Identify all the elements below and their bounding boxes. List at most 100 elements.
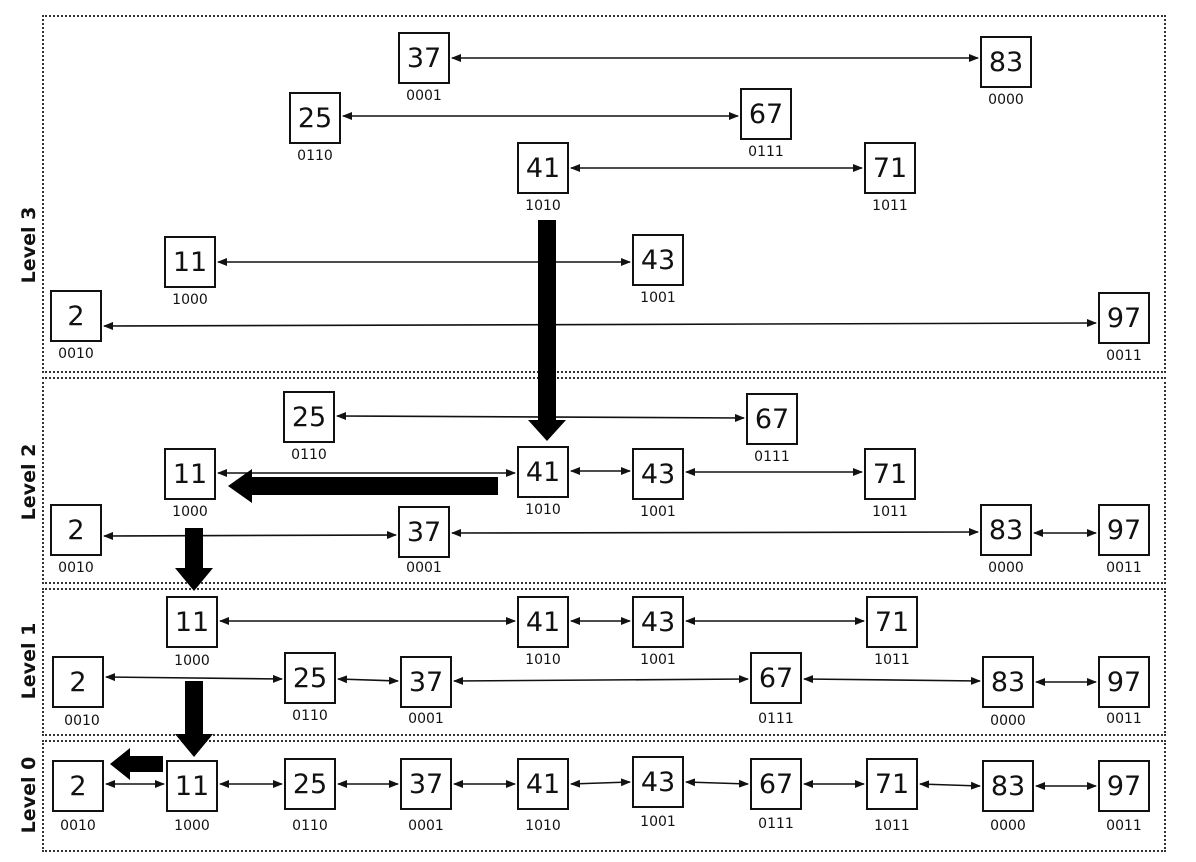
level-3-node-code: 0010 (58, 346, 94, 362)
level-1-node: 41 (517, 596, 569, 648)
level-2-node: 37 (398, 506, 450, 558)
link-arrow (337, 675, 399, 685)
level-1-node: 43 (632, 596, 684, 648)
level-1-node-code: 1011 (874, 652, 910, 668)
level-1-node-code: 1000 (174, 653, 210, 669)
level-1-node: 71 (866, 596, 918, 648)
level-3-node-code: 0111 (748, 144, 784, 160)
level-1-node: 67 (750, 652, 802, 704)
level-1-node-code: 0110 (292, 708, 328, 724)
link-arrow (103, 319, 1097, 330)
level-0-node-code: 0111 (758, 816, 794, 832)
level-2-node-code: 1011 (872, 504, 908, 520)
search-path-arrow (228, 469, 498, 503)
link-arrow (570, 778, 631, 788)
level-3-node: 83 (980, 36, 1032, 88)
level-0-node-code: 0110 (292, 818, 328, 834)
level-2-node: 67 (746, 393, 798, 445)
search-path-arrow (175, 528, 213, 591)
level-0-panel (42, 740, 1166, 852)
level-0-node-code: 0001 (408, 818, 444, 834)
level-3-node: 67 (740, 88, 792, 140)
level-0-node-code: 1010 (525, 818, 561, 834)
level-2-node-code: 1000 (172, 504, 208, 520)
level-0-node: 43 (632, 756, 684, 808)
level-3-node-code: 0001 (406, 88, 442, 104)
level-0-node: 97 (1098, 760, 1150, 812)
level-0-node: 25 (284, 758, 336, 810)
level-2-node: 41 (517, 446, 569, 498)
level-3-node: 25 (289, 92, 341, 144)
level-0-node-code: 1001 (640, 814, 676, 830)
level-0-node: 2 (52, 760, 104, 812)
level-1-node-code: 1010 (525, 652, 561, 668)
level-1-node-code: 0000 (990, 713, 1026, 729)
level-2-node: 11 (164, 448, 216, 500)
level-2-node: 97 (1098, 504, 1150, 556)
level-2-node-code: 0111 (754, 449, 790, 465)
link-arrow (105, 673, 283, 683)
level-1-node-code: 1001 (640, 652, 676, 668)
level-2-node: 43 (632, 448, 684, 500)
level-3-node: 11 (164, 236, 216, 288)
link-arrow (803, 675, 981, 685)
level-3-node-code: 0110 (297, 148, 333, 164)
level-3-node-code: 0000 (988, 92, 1024, 108)
level-3-node-code: 1010 (525, 198, 561, 214)
level-2-node-code: 0010 (58, 560, 94, 576)
search-path-arrow (175, 681, 213, 757)
level-1-node-code: 0010 (64, 713, 100, 729)
level-3-node-code: 1011 (872, 198, 908, 214)
level-2-node-code: 1001 (640, 504, 676, 520)
level-3-node: 37 (398, 32, 450, 84)
level-1-node-code: 0111 (758, 711, 794, 727)
level-1-panel (42, 588, 1166, 736)
level-2-node: 71 (864, 448, 916, 500)
level-0-node-code: 0011 (1106, 818, 1142, 834)
level-3-node: 43 (632, 234, 684, 286)
level-0-node: 41 (517, 758, 569, 810)
level-3-node-code: 1000 (172, 292, 208, 308)
level-1-node: 11 (166, 596, 218, 648)
level-2-node-code: 0001 (406, 560, 442, 576)
level-0-node-code: 1000 (174, 818, 210, 834)
level-2-node-code: 0110 (291, 447, 327, 463)
level-3-node: 71 (864, 142, 916, 194)
level-2-panel (42, 377, 1166, 584)
level-2-node: 2 (50, 504, 102, 556)
level-1-node: 25 (284, 652, 336, 704)
search-path-arrow (110, 748, 163, 780)
link-arrow (919, 780, 981, 790)
level-1-node: 97 (1098, 656, 1150, 708)
level-0-node-code: 0000 (990, 818, 1026, 834)
level-3-node-code: 1001 (640, 290, 676, 306)
level-2-node: 83 (980, 504, 1032, 556)
level-0-node: 67 (750, 758, 802, 810)
level-0-node: 71 (866, 758, 918, 810)
level-0-node: 83 (982, 760, 1034, 812)
level-3-node-code: 0011 (1106, 348, 1142, 364)
level-3-node: 2 (50, 290, 102, 342)
level-1-node-code: 0001 (408, 711, 444, 727)
level-2-node-code: 0011 (1106, 560, 1142, 576)
level-1-node-code: 0011 (1106, 711, 1142, 727)
level-0-node-code: 0010 (60, 818, 96, 834)
search-path-arrow (528, 220, 566, 441)
level-1-node: 83 (982, 656, 1034, 708)
level-3-panel (42, 15, 1166, 373)
level-2-node: 25 (283, 391, 335, 443)
level-0-node: 37 (400, 758, 452, 810)
link-arrow (103, 531, 397, 540)
level-0-node: 11 (166, 760, 218, 812)
level-1-node: 37 (400, 656, 452, 708)
link-arrow (685, 778, 749, 788)
level-0-node-code: 1011 (874, 818, 910, 834)
link-arrow (453, 675, 749, 685)
level-1-node: 2 (52, 656, 104, 708)
level-2-node-code: 0000 (988, 560, 1024, 576)
link-arrow (451, 528, 979, 537)
level-2-node-code: 1010 (525, 502, 561, 518)
level-3-node: 41 (517, 142, 569, 194)
